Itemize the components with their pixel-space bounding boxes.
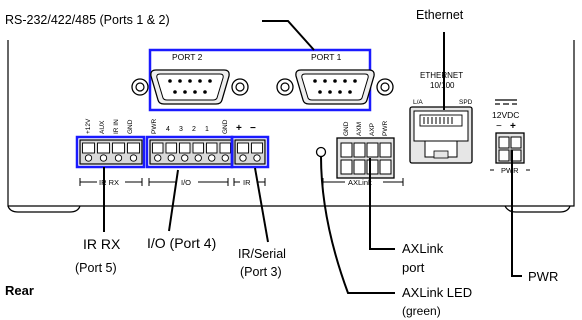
io-pin-label: 2 bbox=[192, 126, 196, 133]
terminal-screw bbox=[208, 154, 216, 162]
ir-rx-pin-label: GND bbox=[127, 119, 134, 134]
io-terminal-block bbox=[149, 139, 234, 165]
serial-ports-callout: RS-232/422/485 (Ports 1 & 2) bbox=[5, 13, 170, 27]
ethernet-rj45-jack bbox=[409, 106, 473, 164]
ethernet-callout: Ethernet bbox=[416, 8, 464, 22]
ir-pin-label: − bbox=[250, 123, 256, 134]
serial-ports-leader bbox=[262, 20, 315, 51]
terminal-slot bbox=[152, 142, 164, 154]
axlink-pin-label: PWR bbox=[382, 121, 389, 136]
io-pin-labels: PWR 4 3 2 1 GND bbox=[151, 119, 229, 134]
axlink-pin-labels: GND AXM AXP PWR bbox=[343, 121, 389, 136]
power-connector bbox=[495, 132, 525, 164]
terminal-screw bbox=[181, 154, 189, 162]
ethernet-panel-label: ETHERNET bbox=[420, 71, 463, 80]
axlink-group-label: AXLink bbox=[348, 178, 372, 187]
ir-rx-group-label: IR RX bbox=[99, 178, 119, 187]
axlink-connector bbox=[336, 137, 395, 179]
io-pin-label: 1 bbox=[205, 126, 209, 133]
io-pin-label: 3 bbox=[179, 126, 183, 133]
axlink-pin-label: AXP bbox=[369, 123, 376, 136]
port2-screw-left bbox=[131, 78, 149, 96]
port1-screw-left bbox=[276, 78, 294, 96]
axlink-led-leader bbox=[320, 155, 395, 294]
axlink-pin-label: AXM bbox=[356, 122, 363, 136]
terminal-slot bbox=[219, 142, 231, 154]
terminal-slot bbox=[127, 142, 140, 154]
terminal-slot bbox=[165, 142, 177, 154]
ir-serial-callout-title: IR/Serial bbox=[238, 247, 286, 261]
polarity-plus: + bbox=[510, 121, 516, 132]
terminal-screw bbox=[154, 154, 162, 162]
spd-label: SPD bbox=[459, 99, 473, 106]
ir-serial-callout-port: (Port 3) bbox=[240, 265, 282, 279]
pwr-leader bbox=[511, 150, 522, 277]
ir-rx-pin-labels: +12V AUX IR IN GND bbox=[85, 118, 134, 134]
terminal-block-body bbox=[149, 139, 234, 165]
ethernet-speed-label: 10/100 bbox=[430, 81, 455, 90]
rear-view-label: Rear bbox=[5, 283, 34, 298]
ir-rx-pin-label: AUX bbox=[99, 120, 106, 134]
port1-label: PORT 1 bbox=[311, 52, 342, 62]
port1-screw-right bbox=[376, 78, 394, 96]
ir-rx-pin-label: IR IN bbox=[113, 119, 120, 134]
la-label: L/A bbox=[413, 99, 423, 106]
terminal-screw bbox=[221, 154, 229, 162]
ir-pin-label: + bbox=[236, 123, 242, 134]
terminal-screw bbox=[253, 154, 261, 162]
io-pin-label: 4 bbox=[166, 126, 170, 133]
terminal-slot bbox=[97, 142, 110, 154]
io-callout: I/O (Port 4) bbox=[147, 235, 216, 251]
terminal-screw bbox=[84, 154, 93, 162]
terminal-screw bbox=[194, 154, 202, 162]
port2-label: PORT 2 bbox=[172, 52, 203, 62]
ir-terminal-block bbox=[234, 139, 266, 165]
leader-lines bbox=[103, 20, 522, 294]
axlink-port-leader bbox=[369, 158, 395, 250]
ir-rx-highlight bbox=[75, 135, 146, 169]
ir-group-label: IR bbox=[243, 178, 251, 187]
io-group-label: I/O bbox=[181, 178, 191, 187]
axlink-port-callout-title: AXLink bbox=[402, 241, 444, 256]
pwr-group-label: PWR bbox=[501, 166, 519, 175]
pwr-callout: PWR bbox=[528, 269, 558, 284]
terminal-screw bbox=[239, 154, 247, 162]
port2-screw-right bbox=[231, 78, 249, 96]
terminal-slot bbox=[82, 142, 95, 154]
terminal-screw bbox=[114, 154, 123, 162]
terminal-slot bbox=[206, 142, 218, 154]
terminal-screw bbox=[129, 154, 138, 162]
terminal-slot bbox=[192, 142, 204, 154]
port1-db9-connector bbox=[295, 69, 375, 105]
ir-rx-callout-title: IR RX bbox=[83, 236, 121, 252]
terminal-screw bbox=[99, 154, 108, 162]
terminal-slot bbox=[251, 142, 263, 154]
ir-pin-labels: + − bbox=[236, 123, 256, 134]
io-pin-label: GND bbox=[222, 119, 229, 134]
ir-rx-callout-port: (Port 5) bbox=[75, 261, 117, 275]
polarity-minus: − bbox=[496, 121, 502, 132]
io-pin-label: PWR bbox=[151, 119, 158, 134]
terminal-slot bbox=[237, 142, 249, 154]
dc-symbol bbox=[495, 99, 517, 105]
voltage-label: 12VDC bbox=[492, 110, 519, 120]
ir-serial-highlight bbox=[230, 135, 270, 169]
ir-serial-leader bbox=[254, 167, 269, 243]
axlink-led-callout-sub: (green) bbox=[402, 304, 441, 318]
ir-rx-pin-label: +12V bbox=[85, 118, 92, 134]
terminal-slot bbox=[179, 142, 191, 154]
port2-db9-connector bbox=[150, 69, 230, 105]
axlink-led-callout-title: AXLink LED bbox=[402, 285, 472, 300]
ir-rx-terminal-block bbox=[79, 139, 143, 165]
chassis bbox=[7, 40, 575, 213]
axlink-port-callout-sub: port bbox=[402, 260, 425, 275]
io-leader bbox=[168, 169, 179, 232]
axlink-led bbox=[315, 146, 327, 158]
terminal-slot bbox=[112, 142, 125, 154]
axlink-pin-label: GND bbox=[343, 121, 350, 136]
terminal-screw bbox=[167, 154, 175, 162]
